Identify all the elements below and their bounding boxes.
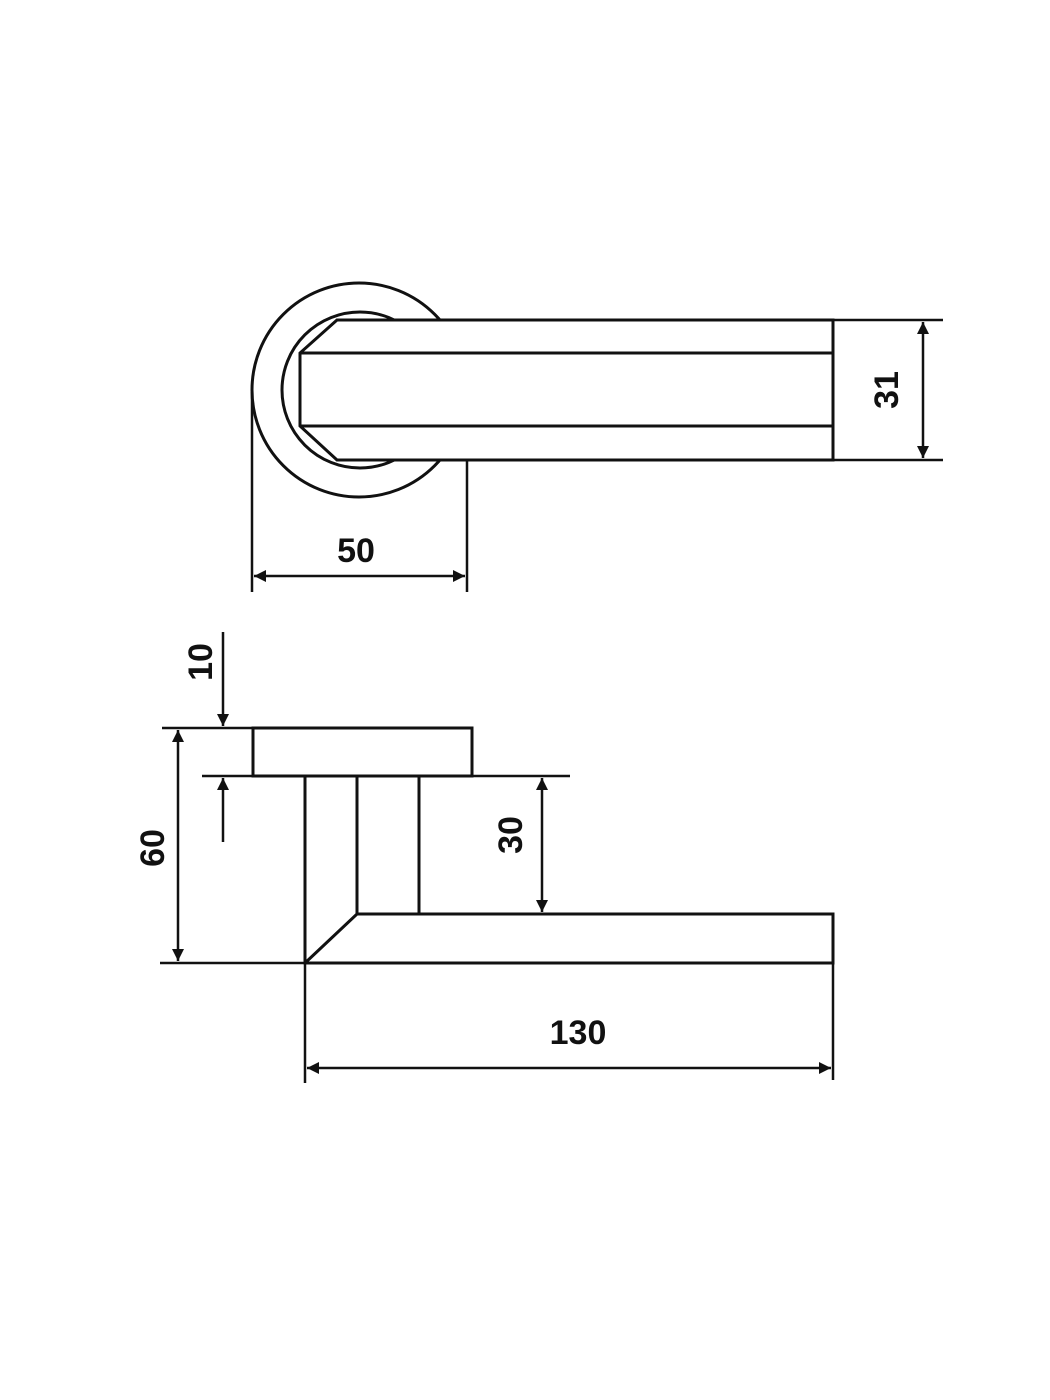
top-view: 31 50: [250, 281, 943, 592]
dimension-label-130: 130: [550, 1014, 607, 1052]
side-view: 10 60 30 130: [134, 632, 835, 1083]
dimension-label-10: 10: [182, 643, 220, 681]
lever-top-outline: [298, 318, 835, 462]
dimension-label-50: 50: [337, 532, 375, 570]
dimension-label-31: 31: [868, 371, 906, 409]
rose-profile: [251, 726, 474, 778]
dimension-label-30: 30: [492, 816, 530, 854]
lever-side-outline: [303, 776, 835, 965]
dimension-label-60: 60: [134, 829, 172, 867]
